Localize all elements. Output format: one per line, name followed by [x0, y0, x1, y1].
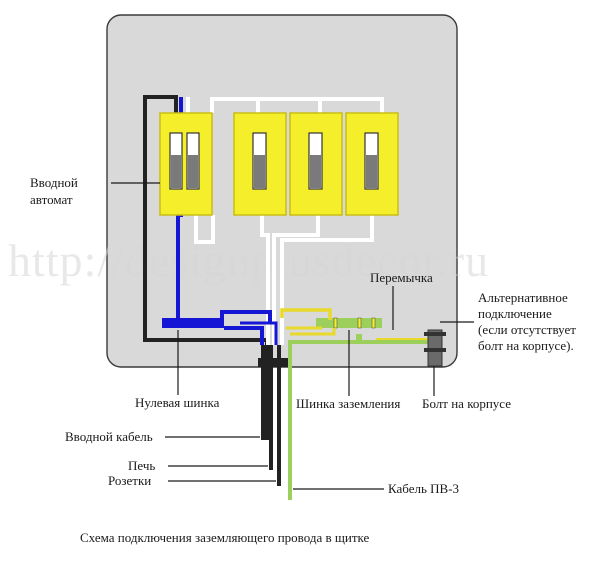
label-sockets: Розетки: [108, 473, 151, 488]
label-stove: Печь: [128, 458, 155, 473]
label-input-breaker-2: автомат: [30, 192, 73, 207]
label-jumper: Перемычка: [370, 270, 433, 285]
ground-bus: [316, 318, 382, 328]
ground-bus-extra: [356, 334, 362, 341]
input-breaker: [159, 112, 213, 216]
ground-bus-screw-1: [333, 317, 338, 329]
breaker-2-lever: [254, 155, 265, 188]
input-cable-wire: [143, 95, 269, 440]
phase-out-2: [260, 215, 270, 345]
label-neutral-bus: Нулевая шинка: [135, 395, 220, 410]
breaker-4-lever: [366, 155, 377, 188]
phase-out-1: [194, 215, 215, 244]
phase-out-4: [280, 215, 374, 345]
label-input-breaker-1: Вводной: [30, 175, 78, 190]
label-ground-bus: Шинка заземления: [296, 396, 400, 411]
caption: Схема подключения заземляющего провода в…: [80, 530, 369, 545]
label-input-cable: Вводной кабель: [65, 429, 153, 444]
watermark: http://designplusdecor.ru: [8, 235, 489, 286]
label-pv3-cable: Кабель ПВ-3: [388, 481, 459, 496]
input-breaker-pole-2-lever: [188, 155, 198, 188]
body-bolt-head: [424, 332, 446, 336]
neutral-bus-wire-2: [224, 326, 264, 345]
neutral-bus-wire-1: [220, 310, 272, 323]
pv3-cable-wire: [288, 340, 428, 500]
ground-bus-screw-2: [357, 317, 362, 329]
label-alt-2: подключение: [478, 306, 552, 321]
breaker-3-lever: [310, 155, 321, 188]
cable-bundle-clamp: [258, 358, 288, 367]
neutral-bus-wire-3: [240, 321, 278, 345]
label-alt-4: болт на корпусе).: [478, 338, 574, 353]
body-bolt-nut: [424, 348, 446, 352]
jumper-wire-1: [280, 308, 332, 320]
neutral-bus: [162, 318, 224, 328]
input-breaker-pole-1-lever: [171, 155, 181, 188]
label-bolt: Болт на корпусе: [422, 396, 511, 411]
ground-bus-screw-3: [371, 317, 376, 329]
label-alt-3: (если отсутствует: [478, 322, 576, 337]
jumper-wire-3: [290, 328, 336, 336]
label-alt-1: Альтернативное: [478, 290, 568, 305]
phase-out-3: [272, 215, 320, 345]
phase-bus-top-rail: [210, 97, 384, 113]
